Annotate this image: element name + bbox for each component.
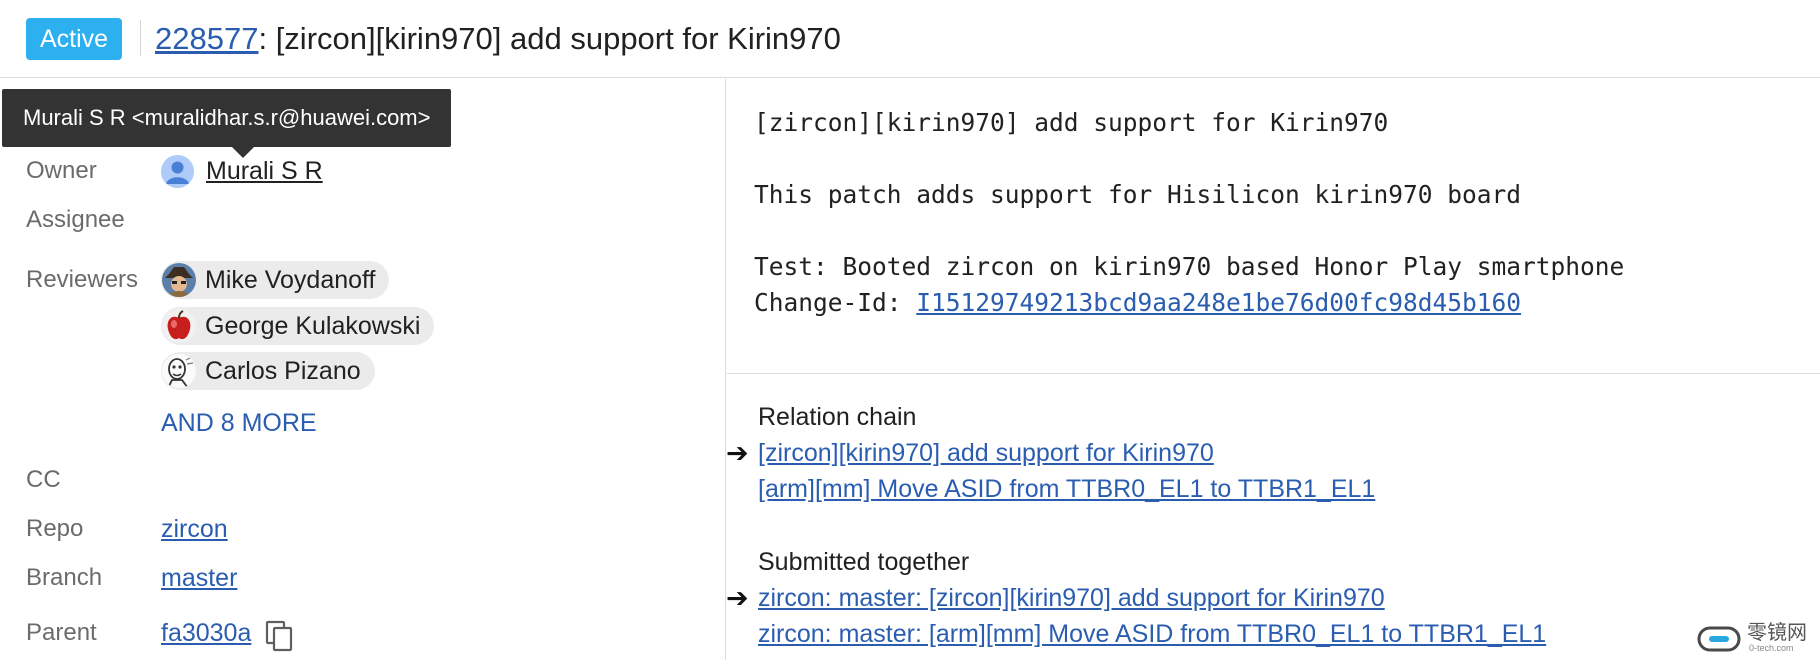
section-divider [727,373,1820,374]
tooltip-arrow [232,147,254,158]
reviewer-name: George Kulakowski [205,312,421,340]
submitted-together-title: Submitted together [758,548,970,576]
commit-blank-line [754,141,1624,177]
branch-link[interactable]: master [161,564,238,592]
change-id-link[interactable]: I15129749213bcd9aa248e1be76d00fc98d45b16… [916,288,1522,317]
reviewer-name: Mike Voydanoff [205,266,376,294]
header-divider [140,20,141,56]
owner-tooltip: Murali S R <muralidhar.s.r@huawei.com> [2,89,452,147]
change-header: Active 228577: [zircon][kirin970] add su… [0,0,1820,78]
watermark-logo-icon [1697,626,1741,652]
reviewer-chip-mike-voydanoff[interactable]: Mike Voydanoff [161,261,390,299]
change-number-link[interactable]: 228577 [155,21,259,56]
commit-test-line: Test: Booted zircon on kirin970 based Ho… [754,252,1625,281]
submitted-together-item[interactable]: zircon: master: [arm][mm] Move ASID from… [758,620,1547,648]
avatar-apple-icon [162,309,196,343]
commit-message: [zircon][kirin970] add support for Kirin… [754,105,1624,321]
relation-chain-item[interactable]: [zircon][kirin970] add support for Kirin… [758,439,1214,467]
page-title: 228577: [zircon][kirin970] add support f… [155,19,841,59]
avatar-sketch-face-icon [162,354,196,388]
status-badge: Active [26,18,123,60]
cc-label: CC [26,466,61,493]
reviewers-label: Reviewers [26,266,139,293]
reviewer-name: Carlos Pizano [205,357,361,385]
assignee-label: Assignee [26,206,125,233]
commit-change-id-line: Change-Id: I15129749213bcd9aa248e1be76d0… [754,285,1624,321]
branch-label: Branch [26,564,103,591]
copy-icon[interactable] [265,620,295,652]
watermark: 零镜网 0-tech.com [1697,622,1815,656]
parent-commit-link[interactable]: fa3030a [161,619,252,647]
reviewer-chip-carlos-pizano[interactable]: Carlos Pizano [161,352,375,390]
title-separator: : [258,21,276,56]
owner-name-link[interactable]: Murali S R [206,157,323,185]
more-reviewers-button[interactable]: AND 8 MORE [161,409,317,437]
current-change-arrow-icon: ➔ [726,438,749,468]
change-id-label: Change-Id: [754,288,917,317]
commit-body-line: This patch adds support for Hisilicon ki… [754,180,1522,209]
commit-subject-line: [zircon][kirin970] add support for Kirin… [754,108,1389,137]
watermark-text: 零镜网 [1747,622,1807,644]
current-change-arrow-icon: ➔ [726,583,749,613]
reviewer-chip-george-kulakowski[interactable]: George Kulakowski [161,307,435,345]
avatar-hat-man-icon [162,263,196,297]
metadata-panel [0,79,726,660]
change-subject: [zircon][kirin970] add support for Kirin… [275,21,841,56]
owner-label: Owner [26,157,97,184]
parent-label: Parent [26,619,97,646]
relation-chain-title: Relation chain [758,403,917,431]
repo-link[interactable]: zircon [161,515,228,543]
submitted-together-item[interactable]: zircon: master: [zircon][kirin970] add s… [758,584,1385,612]
owner-avatar-icon [161,155,194,188]
repo-label: Repo [26,515,84,542]
commit-blank-line [754,213,1624,249]
watermark-subtext: 0-tech.com [1749,643,1794,653]
relation-chain-item[interactable]: [arm][mm] Move ASID from TTBR0_EL1 to TT… [758,475,1376,503]
